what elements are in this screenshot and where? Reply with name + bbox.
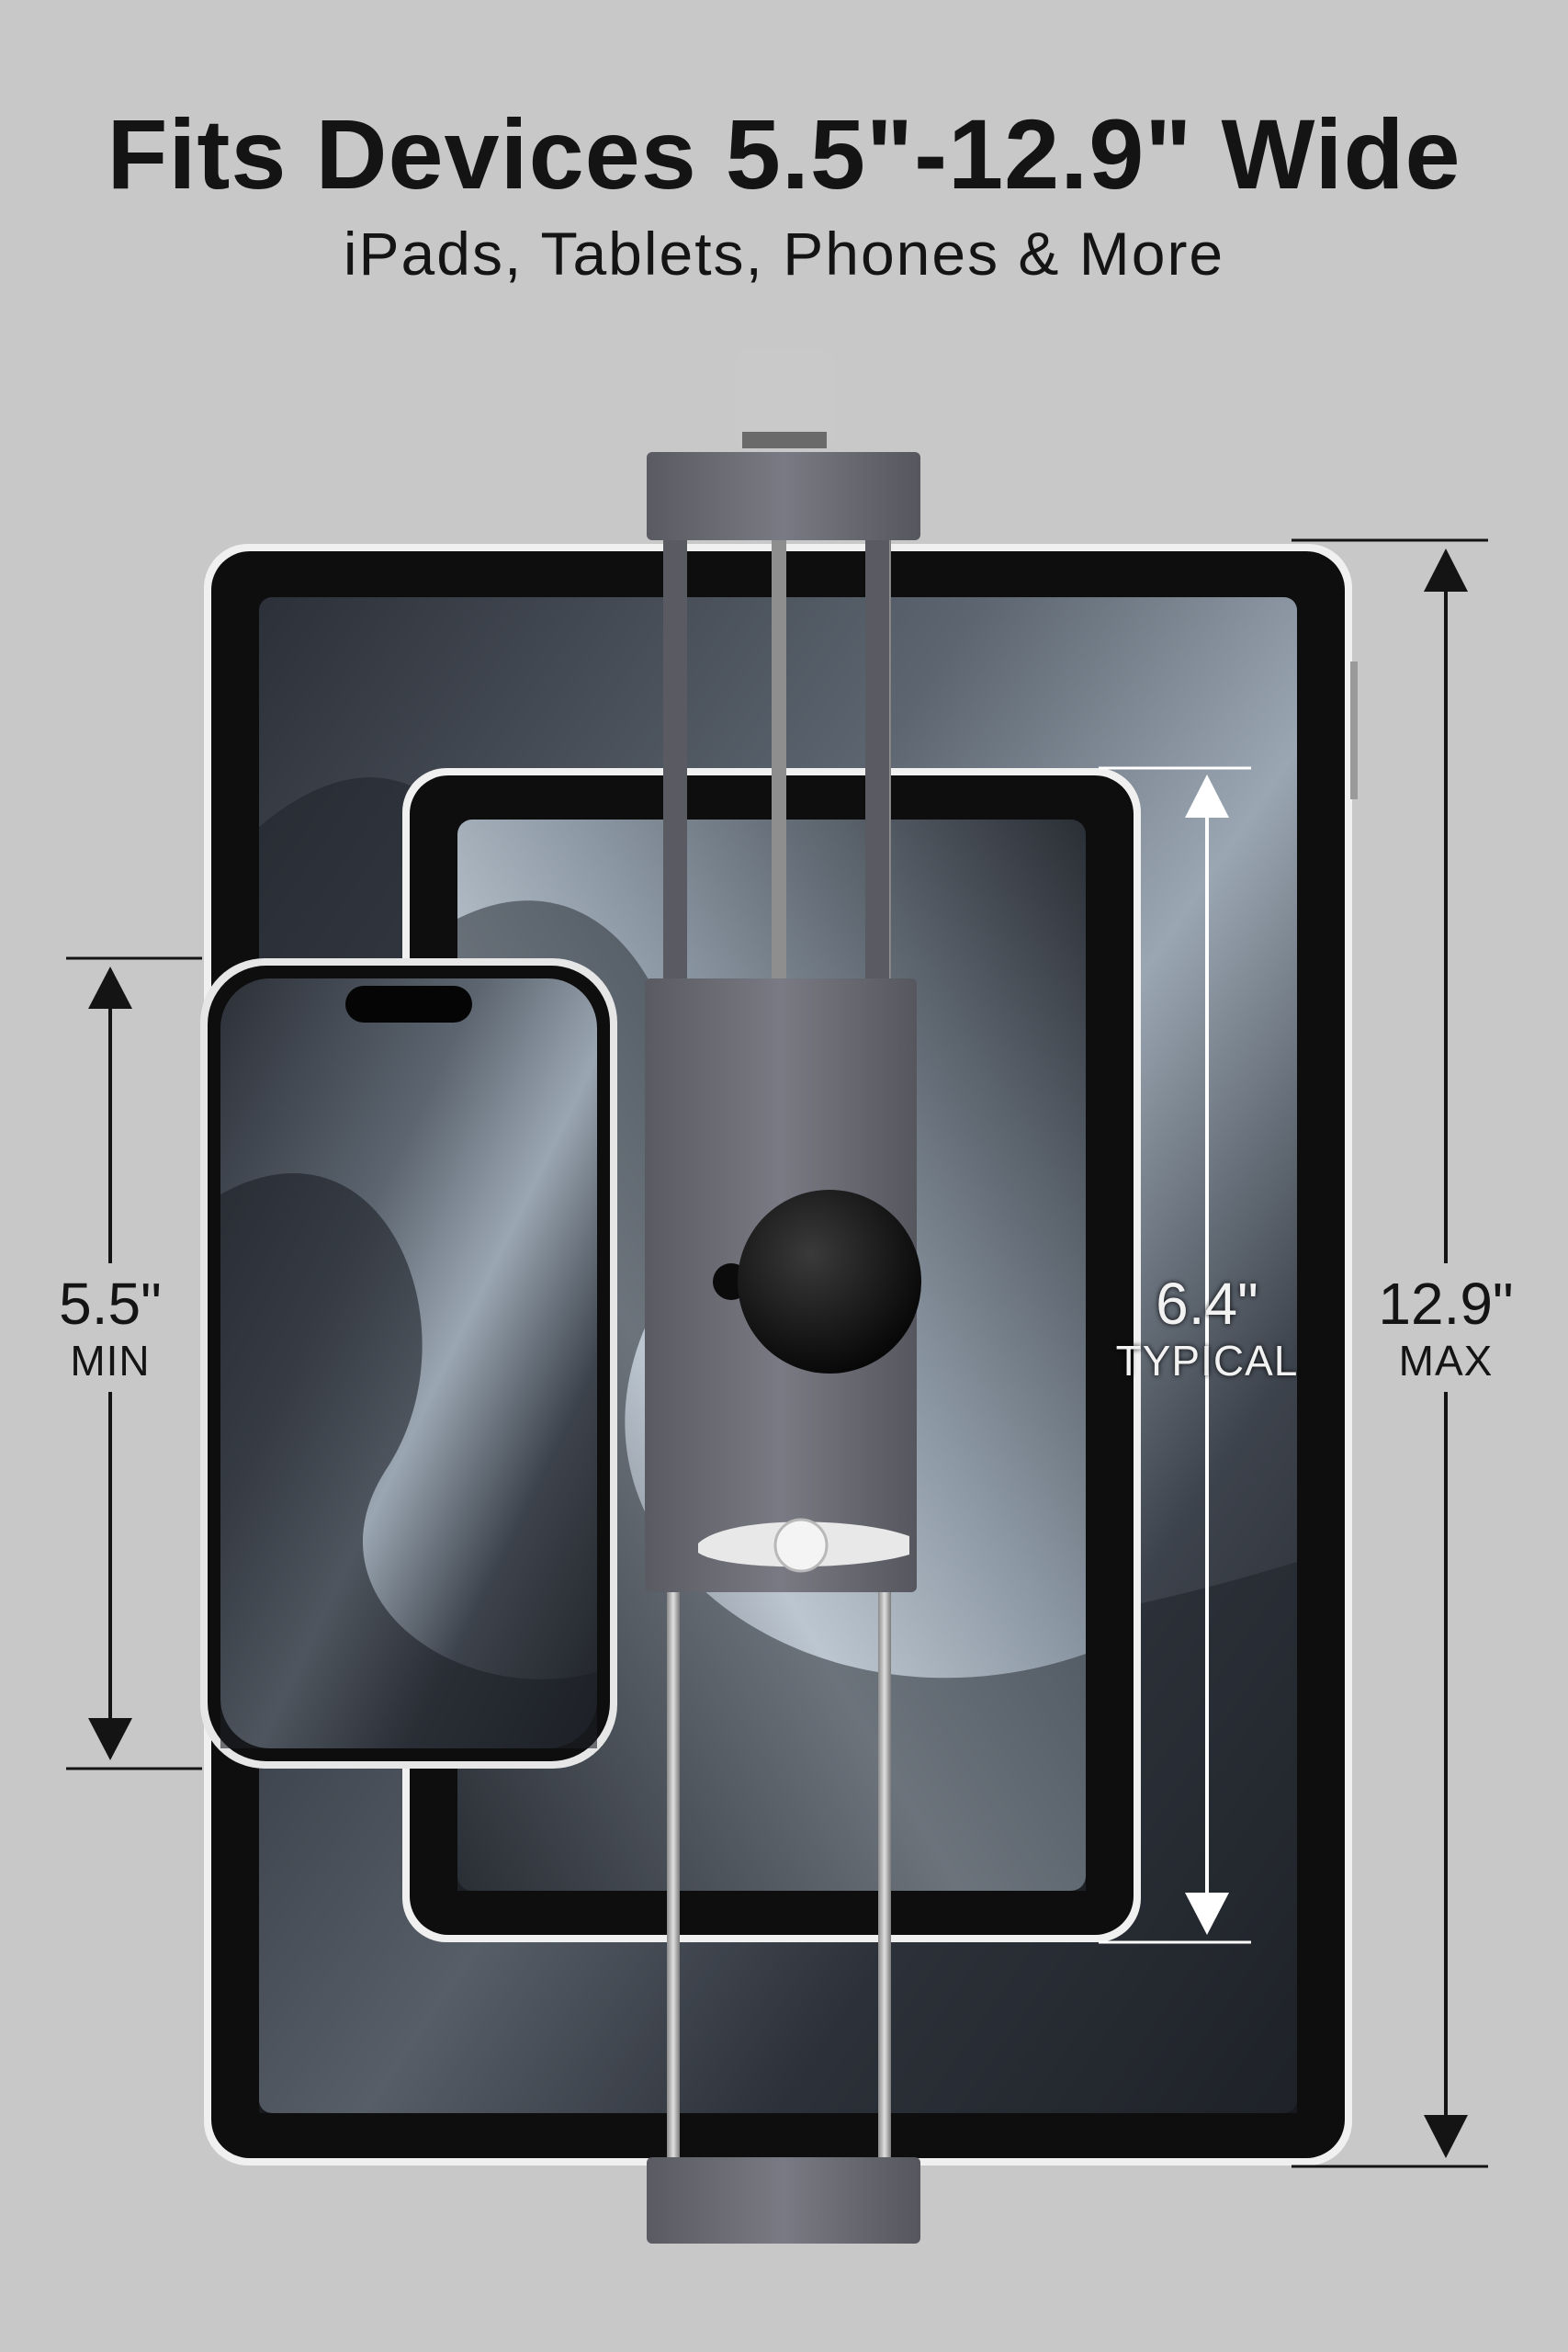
max-label: MAX xyxy=(1398,1337,1494,1385)
min-dimension-label: 5.5" MIN xyxy=(28,1263,193,1392)
min-label: MIN xyxy=(70,1337,151,1385)
phone xyxy=(200,958,617,1769)
tablet-holder-clamp xyxy=(645,349,921,2244)
min-value: 5.5" xyxy=(59,1271,162,1337)
headline: Fits Devices 5.5"-12.9" Wide xyxy=(107,98,1461,209)
subheadline: iPads, Tablets, Phones & More xyxy=(343,220,1225,288)
max-dimension-label: 12.9" MAX xyxy=(1363,1263,1529,1392)
typical-dimension-label: 6.4" TYPICAL xyxy=(1115,1263,1299,1392)
max-value: 12.9" xyxy=(1378,1271,1514,1337)
typical-dimension-arrow xyxy=(1099,766,1251,1944)
typical-value: 6.4" xyxy=(1156,1271,1258,1337)
typical-label: TYPICAL xyxy=(1115,1337,1299,1385)
